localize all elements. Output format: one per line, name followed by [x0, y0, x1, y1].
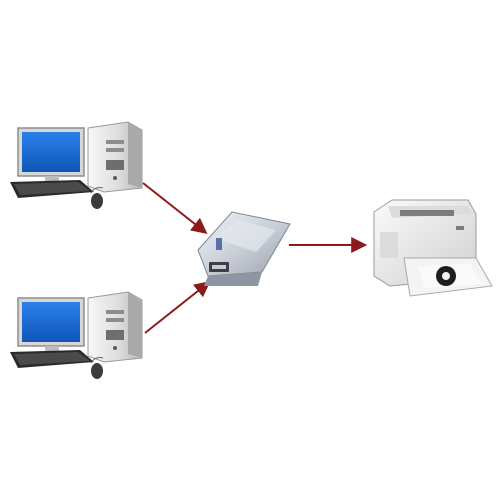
mouse-icon — [90, 357, 104, 379]
keyboard-icon — [10, 180, 94, 198]
usb-switch — [197, 211, 291, 286]
computer-1 — [10, 121, 143, 209]
monitor-icon — [17, 297, 85, 357]
printer-icon — [373, 199, 493, 297]
mouse-icon — [90, 187, 104, 209]
keyboard-icon — [10, 350, 94, 368]
arrow-computer-2-to-switch — [144, 281, 211, 334]
printer — [373, 199, 493, 297]
tower-icon — [87, 121, 143, 193]
tower-icon — [87, 291, 143, 363]
monitor-icon — [17, 127, 85, 187]
usb-switch-icon — [197, 211, 291, 286]
arrow-computer-1-to-switch — [142, 182, 208, 234]
computer-2 — [10, 291, 143, 379]
